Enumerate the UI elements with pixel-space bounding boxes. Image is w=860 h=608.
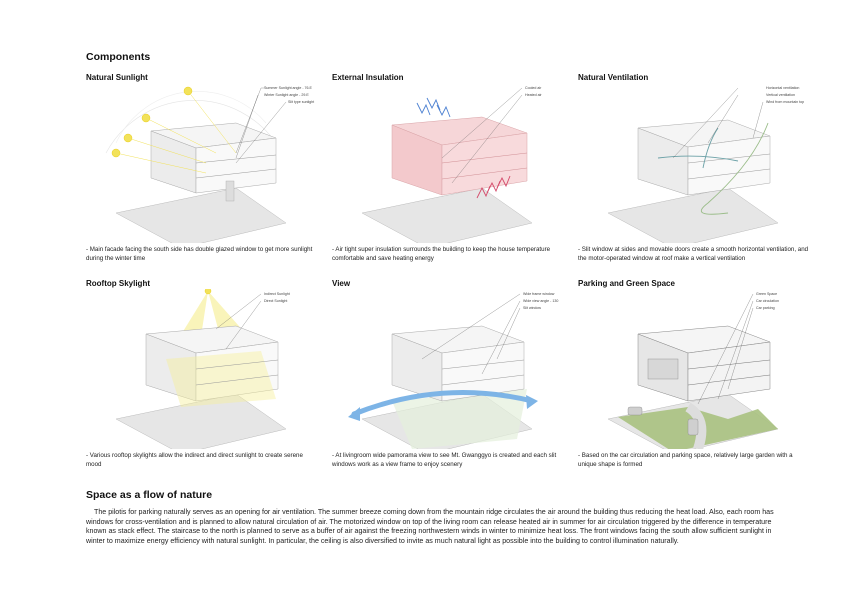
ventilation-diagram: Horizontal ventilation Vertical ventilat…	[607, 86, 804, 243]
insulation-diagram: Cooled air Heated air	[361, 86, 542, 243]
panel-rooftop-skylight: Rooftop Skylight Indirect Sunlight Direc…	[86, 279, 316, 479]
annotation: Vertical ventilation	[766, 93, 795, 97]
panel-title: View	[332, 279, 351, 288]
panel-title: External Insulation	[332, 73, 404, 82]
annotation-leaders: Horizontal ventilation Vertical ventilat…	[672, 86, 804, 159]
sun-icon	[204, 289, 212, 295]
ground-plane	[115, 187, 287, 243]
annotation-leaders: Summer Sunlight angle - 76.E Winter Sunl…	[235, 86, 314, 164]
annotation: Slit window	[523, 306, 541, 310]
panel-title: Parking and Green Space	[578, 279, 675, 288]
panel-caption: - Based on the car circulation and parki…	[578, 452, 793, 468]
annotation: Slit type sunlight	[288, 100, 314, 104]
panel-caption: - Various rooftop skylights allow the in…	[86, 452, 303, 468]
panel-caption: - Slit window at sides and movable doors…	[578, 246, 809, 262]
annotation: Car circulation	[756, 299, 779, 303]
annotation: Wide frame window	[523, 292, 555, 296]
view-diagram: Wide frame window Wide view angle - 130 …	[348, 292, 558, 449]
building-model	[637, 325, 771, 402]
sun-icon	[183, 86, 193, 96]
annotation: Summer Sunlight angle - 76.E	[264, 86, 313, 90]
building-model	[391, 116, 528, 196]
annotation: Wind from mountain top	[766, 100, 804, 104]
annotation: Direct Sunlight	[264, 299, 287, 303]
building-model	[391, 325, 525, 402]
annotation: Car parking	[756, 306, 775, 310]
annotation-leaders: Cooled air Heated air	[441, 86, 542, 184]
annotation-leaders: Wide frame window Wide view angle - 130 …	[421, 292, 558, 375]
body-paragraph: The pilotis for parking naturally serves…	[86, 508, 774, 545]
annotation: Winter Sunlight angle - 29.E	[264, 93, 309, 97]
heated-air-arrows	[476, 175, 511, 199]
annotation: Horizontal ventilation	[766, 86, 799, 90]
annotation: Indirect Sunlight	[264, 292, 290, 296]
sunlight-diagram: Summer Sunlight angle - 76.E Winter Sunl…	[105, 86, 314, 243]
car-icon	[687, 418, 699, 436]
panel-external-insulation: External Insulation	[332, 73, 562, 273]
ground-plane	[361, 187, 533, 243]
cool-air-arrows	[416, 97, 451, 118]
annotation: Wide view angle - 130	[523, 299, 558, 303]
panel-title: Rooftop Skylight	[86, 279, 150, 288]
components-heading: Components	[86, 51, 151, 63]
skylight-diagram: Indirect Sunlight Direct Sunlight	[115, 289, 290, 449]
annotation-leaders: Green Space Car circulation Car parking	[697, 292, 779, 405]
panel-caption: - Air tight super insulation surrounds t…	[332, 246, 551, 262]
panel-title: Natural Sunlight	[86, 73, 148, 82]
ground-plane	[115, 393, 287, 449]
building-model	[150, 122, 277, 202]
car-icon	[627, 406, 643, 416]
panel-parking-green: Parking and Green Space Green Space Car …	[578, 279, 808, 479]
parking-diagram: Green Space Car circulation Car parking	[607, 292, 779, 449]
ventilation-arrows	[657, 122, 769, 215]
annotation-leaders: Indirect Sunlight Direct Sunlight	[215, 292, 290, 350]
annotation: Heated air	[525, 93, 542, 97]
section-heading: Space as a flow of nature	[86, 489, 213, 501]
annotation: Cooled air	[525, 86, 542, 90]
annotation: Green Space	[756, 292, 777, 296]
panel-caption: - At livingroom wide pamorama view to se…	[332, 452, 557, 468]
panel-caption: - Main facade facing the south side has …	[86, 246, 313, 262]
building-model	[145, 325, 279, 407]
building-model	[637, 119, 771, 196]
panel-natural-sunlight: Natural Sunlight	[86, 73, 316, 273]
panel-title: Natural Ventilation	[578, 73, 649, 82]
panel-natural-ventilation: Natural Ventilation Horizontal ventilati…	[578, 73, 808, 273]
panel-view: View Wide frame window Wide view angle -…	[332, 279, 562, 479]
ground-plane	[607, 187, 779, 243]
view-arrow	[351, 390, 535, 417]
